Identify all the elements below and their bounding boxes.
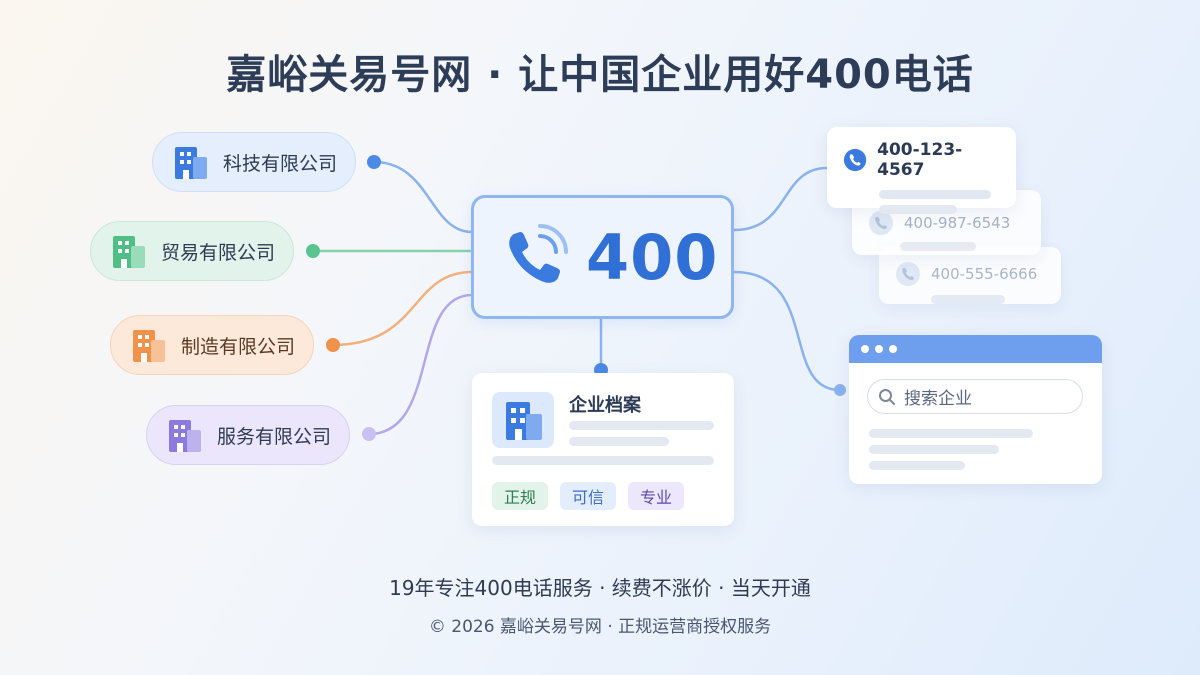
tagline: 19年专注400电话服务 · 续费不涨价 · 当天开通 bbox=[389, 576, 811, 600]
link-tech bbox=[373, 160, 473, 234]
link-mfg bbox=[332, 270, 473, 347]
link-svc bbox=[368, 293, 473, 436]
link-browser bbox=[733, 270, 841, 392]
company-pill-manufacturing[interactable]: 制造有限公司 bbox=[110, 315, 314, 375]
placeholder-line bbox=[569, 421, 714, 430]
placeholder-line bbox=[569, 437, 669, 446]
phone-card-1[interactable]: 400-123-4567 bbox=[827, 127, 1016, 214]
building-icon bbox=[506, 402, 542, 440]
placeholder-line bbox=[869, 461, 965, 470]
search-input[interactable]: 搜索企业 bbox=[867, 379, 1083, 414]
tag-trusted: 可信 bbox=[560, 482, 617, 510]
company-pill-trade[interactable]: 贸易有限公司 bbox=[90, 221, 294, 281]
page-title: 嘉峪关易号网 · 让中国企业用好400电话 bbox=[226, 52, 974, 98]
company-pill-service[interactable]: 服务有限公司 bbox=[146, 405, 350, 465]
building-icon bbox=[169, 420, 201, 452]
tag-legit: 正规 bbox=[492, 482, 549, 510]
window-dot bbox=[861, 345, 869, 353]
company-label: 服务有限公司 bbox=[217, 425, 332, 448]
link-mfg-dot bbox=[326, 338, 340, 352]
company-profile-card[interactable]: 企业档案 正规 可信 专业 bbox=[472, 373, 734, 526]
profile-avatar bbox=[492, 392, 554, 448]
footer-copyright: © 2026 嘉峪关易号网 · 正规运营商授权服务 bbox=[428, 617, 772, 637]
placeholder-line bbox=[492, 456, 714, 465]
link-trade-dot bbox=[306, 244, 320, 258]
search-placeholder: 搜索企业 bbox=[904, 389, 972, 409]
placeholder-line bbox=[879, 205, 957, 214]
company-label: 制造有限公司 bbox=[181, 335, 296, 358]
browser-title-bar bbox=[849, 335, 1102, 363]
search-icon bbox=[879, 388, 895, 405]
link-phones bbox=[733, 166, 828, 232]
building-icon bbox=[113, 236, 145, 268]
phone-call-icon bbox=[509, 224, 568, 283]
window-dot bbox=[875, 345, 883, 353]
building-icon bbox=[133, 330, 165, 362]
search-browser-window: 搜索企业 bbox=[849, 335, 1102, 484]
phone-number: 400-987-6543 bbox=[904, 214, 1011, 232]
link-svc-dot bbox=[362, 427, 376, 441]
company-label: 科技有限公司 bbox=[223, 152, 338, 175]
phone-card-3[interactable]: 400-555-6666 bbox=[879, 247, 1061, 304]
profile-title: 企业档案 bbox=[569, 395, 641, 416]
company-pill-tech[interactable]: 科技有限公司 bbox=[152, 132, 356, 192]
link-tech-dot bbox=[367, 155, 381, 169]
placeholder-line bbox=[879, 190, 991, 199]
hub-400-box: 400 bbox=[471, 195, 734, 319]
window-dot bbox=[889, 345, 897, 353]
phone-number: 400-555-6666 bbox=[931, 265, 1038, 283]
link-browser-dot bbox=[834, 384, 846, 396]
company-label: 贸易有限公司 bbox=[161, 241, 276, 264]
hub-number: 400 bbox=[586, 220, 719, 294]
placeholder-line bbox=[900, 242, 976, 251]
phone-icon bbox=[869, 211, 893, 235]
phone-number: 400-123-4567 bbox=[877, 140, 963, 180]
placeholder-line bbox=[931, 295, 1005, 304]
phone-icon bbox=[896, 262, 920, 286]
phone-icon bbox=[843, 148, 867, 172]
tag-professional: 专业 bbox=[628, 482, 685, 510]
placeholder-line bbox=[869, 429, 1033, 438]
building-icon bbox=[175, 147, 207, 179]
placeholder-line bbox=[869, 445, 999, 454]
